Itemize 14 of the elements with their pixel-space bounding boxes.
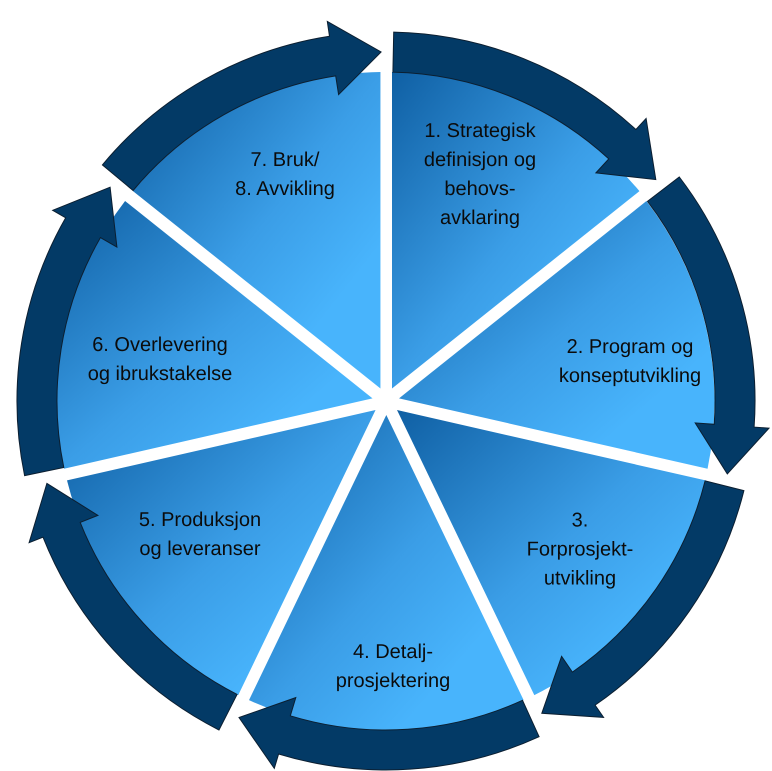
curved-arrow (238, 697, 540, 770)
curved-arrow (541, 480, 744, 718)
segment-label: 7. Bruk/ 8. Avvikling (234, 148, 336, 202)
curved-arrow (392, 32, 656, 180)
segment-label: 6. Overlevering og ibrukstakelse (86, 332, 234, 387)
segment-label: 2. Program og konseptutvikling (558, 334, 702, 389)
segment-label: 3. Forprosjekt-utvikling (526, 508, 634, 592)
segment-label: 4. Detalj-prosjektering (334, 640, 452, 694)
curved-arrow (647, 176, 770, 474)
curved-arrow (16, 186, 118, 476)
curved-arrow (28, 482, 238, 730)
segment-label: 1. Strategisk definisjon og behovs-avklaring (422, 118, 538, 231)
segment-label: 5. Produksjon og leveranser (138, 508, 262, 562)
curved-arrow (102, 21, 382, 191)
